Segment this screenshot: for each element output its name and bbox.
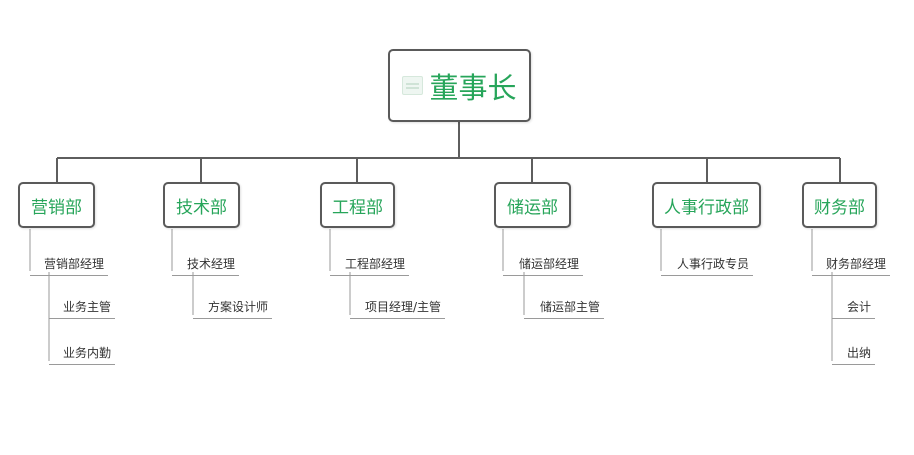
dept-label: 营销部 [31,197,82,218]
dept-node-marketing: 营销部 [18,182,95,228]
role-item: 出纳 [832,344,876,365]
role-item: 人事行政专员 [661,255,754,276]
role-item: 工程部经理 [330,255,410,276]
dept-label: 储运部 [507,197,558,218]
role-item: 储运部主管 [524,298,605,319]
dept-label: 工程部 [332,197,383,218]
role-item: 营销部经理 [30,255,109,276]
role-item: 财务部经理 [812,255,891,276]
dept-label: 财务部 [814,197,865,218]
root-node-chairman: 董事长 [388,49,531,122]
role-item: 会计 [832,298,876,319]
role-item: 业务内勤 [49,344,116,365]
dept-node-technology: 技术部 [163,182,240,228]
dept-label: 技术部 [176,197,227,218]
role-item: 技术经理 [172,255,240,276]
dept-node-logistics: 储运部 [494,182,571,228]
dept-node-engineering: 工程部 [320,182,395,228]
root-label: 董事长 [429,70,517,105]
role-item: 业务主管 [49,298,116,319]
dept-node-finance: 财务部 [802,182,877,228]
role-item: 方案设计师 [193,298,273,319]
role-item: 项目经理/主管 [350,298,446,319]
dept-node-hr-admin: 人事行政部 [652,182,761,228]
role-item: 储运部经理 [503,255,584,276]
topic-icon [402,76,424,95]
dept-label: 人事行政部 [664,197,749,218]
